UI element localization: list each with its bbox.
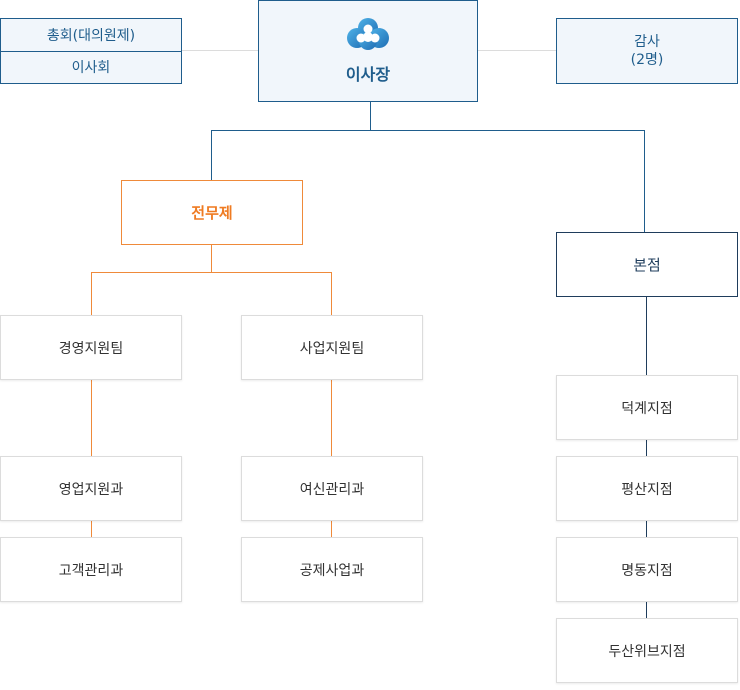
management-support-team-label: 경영지원팀 bbox=[58, 340, 124, 357]
team1-down-line bbox=[91, 379, 92, 456]
branch3-down-line bbox=[646, 601, 647, 618]
branch-label: 명동지점 bbox=[621, 562, 673, 579]
ceo-horizontal-line bbox=[211, 130, 645, 131]
branch-box: 명동지점 bbox=[556, 537, 738, 602]
team1-drop-line bbox=[91, 272, 92, 315]
ceo-box: 이사장 bbox=[258, 0, 478, 102]
team2-drop-line bbox=[331, 272, 332, 315]
general-meeting-box: 총회(대의원제) 이사회 bbox=[0, 18, 182, 84]
ceo-label: 이사장 bbox=[345, 65, 391, 84]
managing-director-drop-line bbox=[211, 130, 212, 180]
dept2-down-line bbox=[331, 520, 332, 537]
sales-support-dept-box: 영업지원과 bbox=[0, 456, 182, 521]
mutual-aid-dept-label: 공제사업과 bbox=[299, 562, 365, 579]
head-office-down-line bbox=[646, 296, 647, 375]
head-office-label: 본점 bbox=[633, 256, 661, 274]
md-down-line bbox=[211, 244, 212, 272]
audit-count-label: (2명) bbox=[630, 52, 664, 68]
branch-label: 평산지점 bbox=[621, 481, 673, 498]
credit-management-dept-box: 여신관리과 bbox=[241, 456, 423, 521]
branch-label: 두산위브지점 bbox=[608, 643, 686, 660]
managing-director-label: 전무제 bbox=[191, 204, 233, 222]
branch-label: 덕계지점 bbox=[621, 400, 673, 417]
mutual-aid-dept-box: 공제사업과 bbox=[241, 537, 423, 602]
managing-director-box: 전무제 bbox=[121, 180, 303, 245]
business-support-team-box: 사업지원팀 bbox=[241, 315, 423, 380]
ceo-down-line bbox=[370, 101, 371, 130]
sales-support-dept-label: 영업지원과 bbox=[58, 481, 124, 498]
branch-box: 덕계지점 bbox=[556, 375, 738, 440]
customer-management-dept-box: 고객관리과 bbox=[0, 537, 182, 602]
credit-management-dept-label: 여신관리과 bbox=[299, 481, 365, 498]
md-horizontal-line bbox=[91, 272, 332, 273]
customer-management-dept-label: 고객관리과 bbox=[58, 562, 124, 579]
audit-box: 감사 (2명) bbox=[556, 18, 738, 84]
business-support-team-label: 사업지원팀 bbox=[299, 340, 365, 357]
branch-box: 평산지점 bbox=[556, 456, 738, 521]
board-of-directors-label: 이사회 bbox=[71, 60, 111, 77]
head-office-drop-line bbox=[644, 130, 645, 232]
branch1-down-line bbox=[646, 439, 647, 456]
branch-box: 두산위브지점 bbox=[556, 618, 738, 683]
general-meeting-label: 총회(대의원제) bbox=[1, 19, 181, 52]
audit-label: 감사 bbox=[634, 34, 660, 50]
branch2-down-line bbox=[646, 520, 647, 537]
team2-down-line bbox=[331, 379, 332, 456]
cloud-logo-icon bbox=[346, 17, 390, 55]
management-support-team-box: 경영지원팀 bbox=[0, 315, 182, 380]
dept1-down-line bbox=[91, 520, 92, 537]
head-office-box: 본점 bbox=[556, 232, 738, 297]
